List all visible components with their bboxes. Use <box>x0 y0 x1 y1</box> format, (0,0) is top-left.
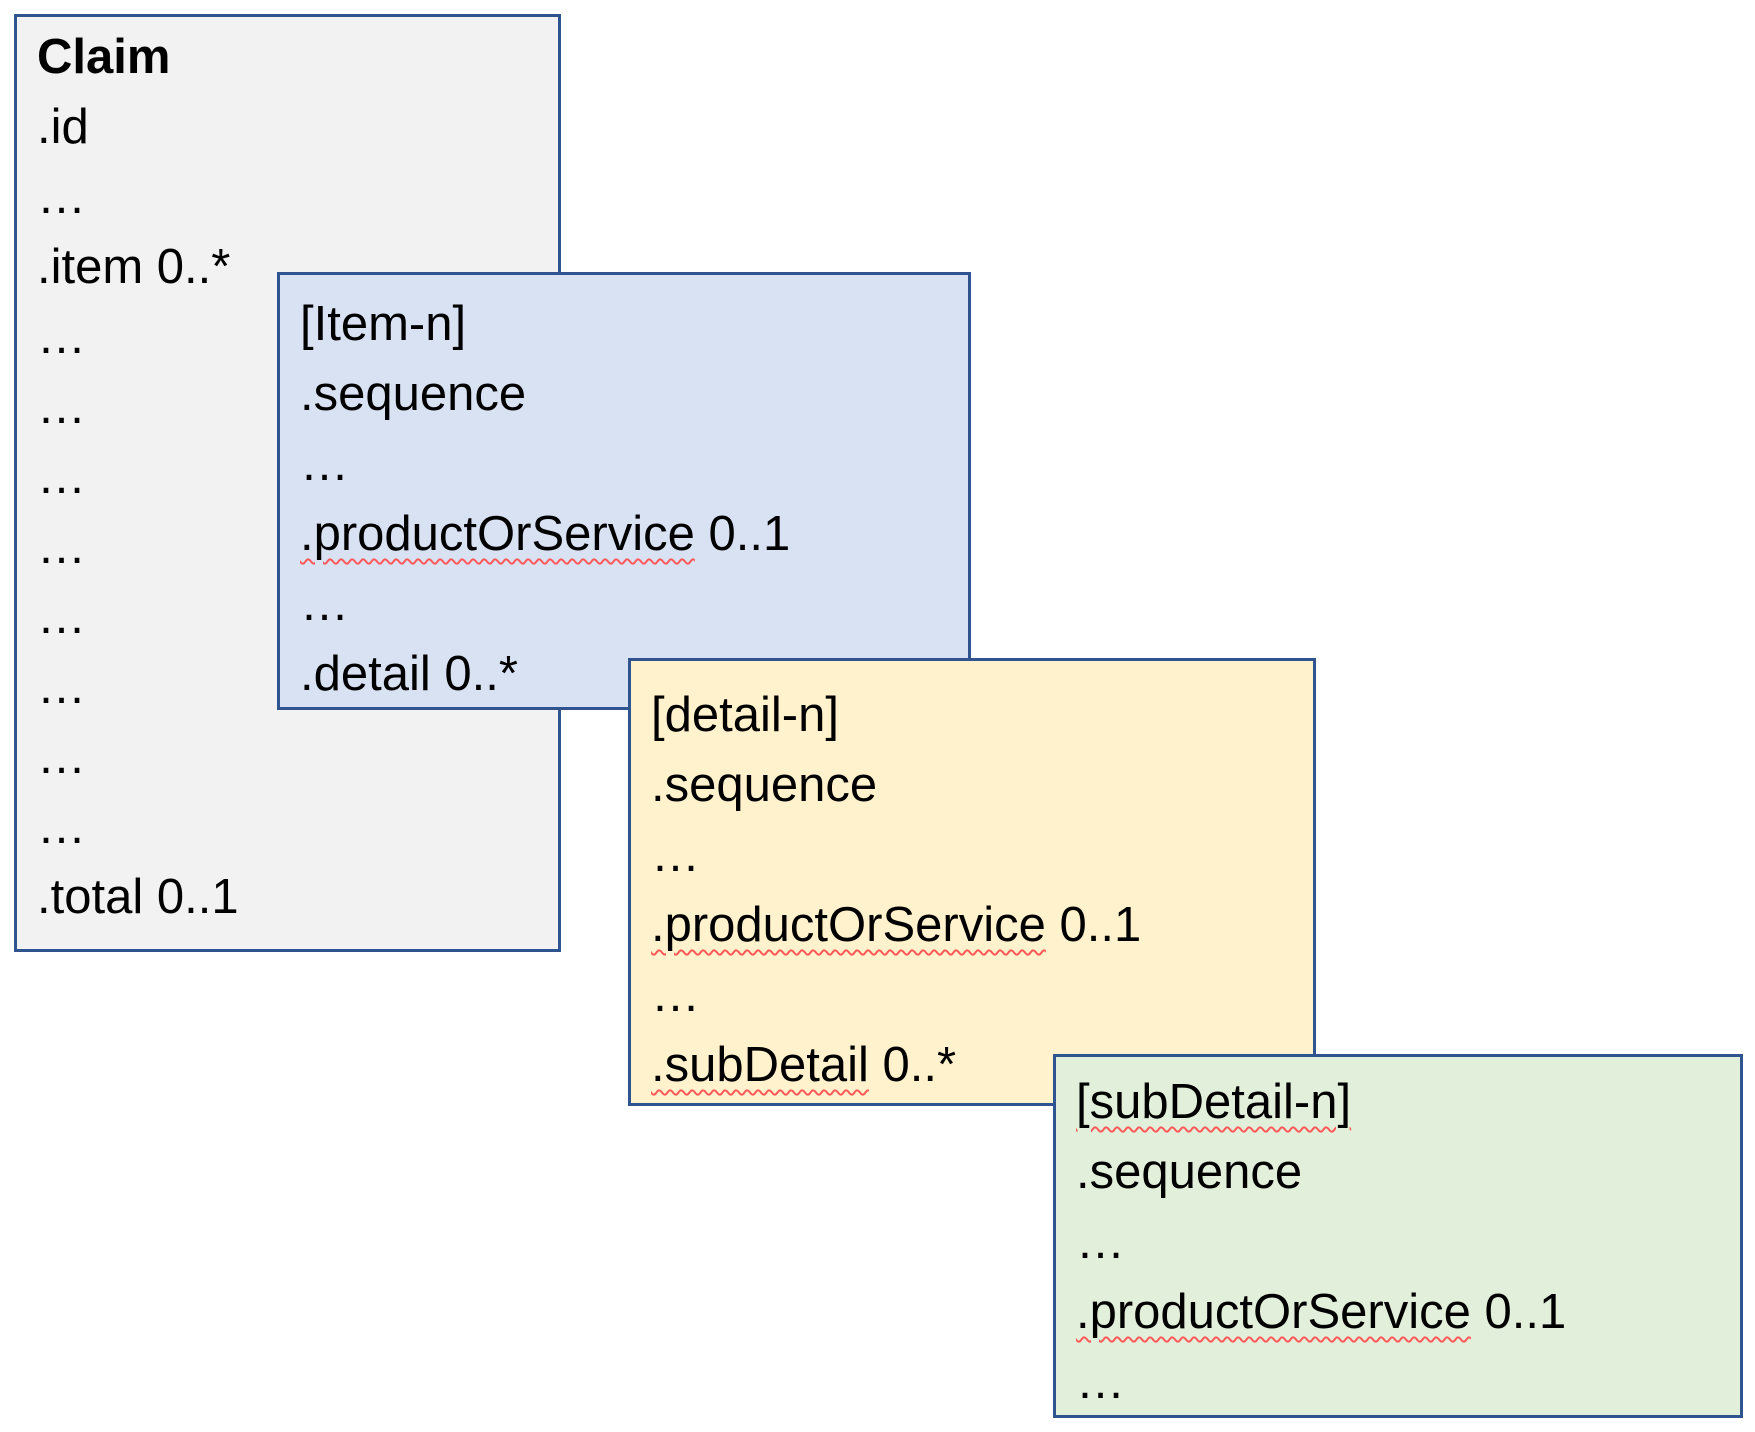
claim-field-line: … <box>37 722 548 792</box>
detail-box-title: [detail-n] <box>651 688 839 742</box>
field-cardinality: 0..1 <box>694 507 791 561</box>
subdetail-box-title: [subDetail-n] <box>1076 1075 1352 1129</box>
detail-box: [detail-n] .sequence … .productOrService… <box>628 658 1316 1106</box>
item-box: [Item-n] .sequence … .productOrService 0… <box>277 272 971 710</box>
field-text: .sequence <box>300 367 527 421</box>
detail-field-line: … <box>651 820 1303 890</box>
claim-box-title: Claim <box>37 30 171 84</box>
field-text: … <box>37 380 86 434</box>
field-text: .item 0..* <box>37 240 231 294</box>
detail-field-line: .subDetail 0..* <box>651 1030 1303 1100</box>
subdetail-field-line: … <box>1076 1207 1730 1277</box>
field-cardinality: 0..1 <box>1470 1285 1567 1339</box>
field-text: .total 0..1 <box>37 870 239 924</box>
field-text: … <box>1076 1355 1125 1409</box>
claim-field-line: … <box>37 652 548 722</box>
detail-field-line: … <box>651 960 1303 1030</box>
field-text-misspelled: .subDetail <box>651 1038 869 1092</box>
item-field-line: … <box>300 569 958 639</box>
subdetail-field-line: .productOrService 0..1 <box>1076 1277 1730 1347</box>
claim-field-line: .item 0..* <box>37 232 548 302</box>
detail-field-line: .productOrService 0..1 <box>651 890 1303 960</box>
field-text: .sequence <box>1076 1145 1303 1199</box>
claim-field-line: … <box>37 442 548 512</box>
field-text: … <box>651 968 700 1022</box>
claim-field-line: … <box>37 792 548 862</box>
claim-field-line: … <box>37 512 548 582</box>
field-text: … <box>651 828 700 882</box>
field-text: … <box>37 450 86 504</box>
claim-field-line: … <box>37 162 548 232</box>
field-text: … <box>37 660 86 714</box>
field-text: … <box>37 310 86 364</box>
field-text: … <box>37 590 86 644</box>
field-cardinality: 0..* <box>868 1038 957 1092</box>
item-field-line: .detail 0..* <box>300 639 958 709</box>
field-text: … <box>37 520 86 574</box>
field-text: … <box>37 170 86 224</box>
field-text: … <box>37 730 86 784</box>
field-text-misspelled: .productOrService <box>300 507 695 561</box>
claim-field-line: .total 0..1 <box>37 862 548 932</box>
detail-field-line: .sequence <box>651 750 1303 820</box>
field-text: … <box>300 437 349 491</box>
item-field-line: .sequence <box>300 359 958 429</box>
subdetail-field-line: … <box>1076 1347 1730 1417</box>
field-text: .sequence <box>651 758 878 812</box>
item-box-title: [Item-n] <box>300 297 467 351</box>
claim-field-line: … <box>37 302 548 372</box>
item-field-line: … <box>300 429 958 499</box>
field-text: .id <box>37 100 89 154</box>
claim-field-line: .id <box>37 92 548 162</box>
subdetail-field-line: .sequence <box>1076 1137 1730 1207</box>
claim-field-line: … <box>37 582 548 652</box>
subdetail-box: [subDetail-n] .sequence … .productOrServ… <box>1053 1054 1743 1418</box>
item-field-line: .productOrService 0..1 <box>300 499 958 569</box>
field-text-misspelled: .productOrService <box>1076 1285 1471 1339</box>
field-text-misspelled: .productOrService <box>651 898 1046 952</box>
field-text: .detail 0..* <box>300 647 518 701</box>
field-cardinality: 0..1 <box>1045 898 1142 952</box>
field-text: … <box>300 577 349 631</box>
field-text: … <box>1076 1215 1125 1269</box>
field-text: … <box>37 800 86 854</box>
claim-field-line: … <box>37 372 548 442</box>
